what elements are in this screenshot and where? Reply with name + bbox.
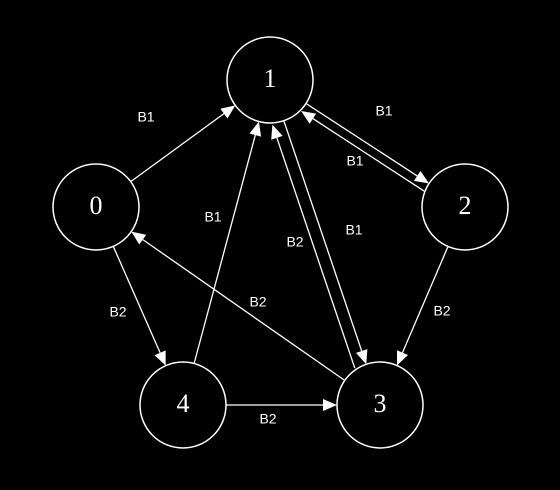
arrowhead [131, 231, 147, 245]
edge-line [276, 137, 356, 369]
node-label: 3 [374, 389, 387, 418]
edge-label: B1 [204, 209, 221, 225]
edge-label: B2 [433, 303, 450, 319]
arrowhead [414, 170, 429, 184]
arrowhead [397, 350, 408, 366]
edge-label: B1 [375, 103, 392, 119]
arrowhead [356, 349, 368, 365]
edge-0-to-1: B1 [130, 105, 236, 183]
node-label: 1 [264, 64, 277, 93]
node-circle [336, 361, 424, 449]
node-label: 4 [177, 389, 190, 418]
arrowhead [249, 121, 262, 137]
edge-1-to-2: B1 [305, 102, 429, 184]
edge-line [130, 113, 225, 183]
state-node-1: 1 [226, 36, 314, 124]
edge-label: B1 [346, 153, 363, 169]
state-node-2: 2 [421, 163, 509, 251]
edge-line [305, 102, 418, 177]
edge-2-to-1: B1 [301, 111, 425, 192]
node-label: 0 [90, 191, 103, 220]
edge-line [283, 120, 363, 352]
edge-line [142, 239, 346, 381]
edge-label: B2 [109, 304, 126, 320]
edge-label: B2 [286, 234, 303, 250]
arrowhead [301, 111, 317, 124]
edge-label: B2 [249, 294, 266, 310]
state-node-3: 3 [336, 361, 424, 449]
edge-1-to-3: B2 [283, 120, 368, 365]
edge-line [193, 134, 256, 364]
arrowhead [154, 350, 166, 366]
node-circle [139, 361, 227, 449]
edge-label: B2 [259, 411, 276, 427]
edge-3-to-1: B1 [271, 124, 363, 369]
edge-label: B1 [345, 222, 362, 238]
edge-2-to-3: B2 [397, 246, 451, 366]
arrowhead [220, 105, 236, 119]
node-circle [421, 163, 509, 251]
arrowhead [271, 124, 283, 140]
state-node-0: 0 [52, 163, 140, 251]
node-label: 2 [459, 191, 472, 220]
edge-3-to-0: B2 [131, 231, 346, 381]
node-circle [52, 163, 140, 251]
edge-line [401, 246, 449, 353]
edge-line [112, 246, 161, 354]
nodes-layer: 0 1 2 3 4 [52, 36, 509, 449]
node-circle [226, 36, 314, 124]
edge-4-to-3: B2 [226, 399, 337, 427]
edge-4-to-1: B1 [193, 121, 262, 364]
arrowhead [323, 399, 337, 411]
edge-label: B1 [137, 109, 154, 125]
edge-line [312, 118, 425, 192]
state-node-4: 4 [139, 361, 227, 449]
edge-0-to-4: B2 [109, 246, 166, 366]
